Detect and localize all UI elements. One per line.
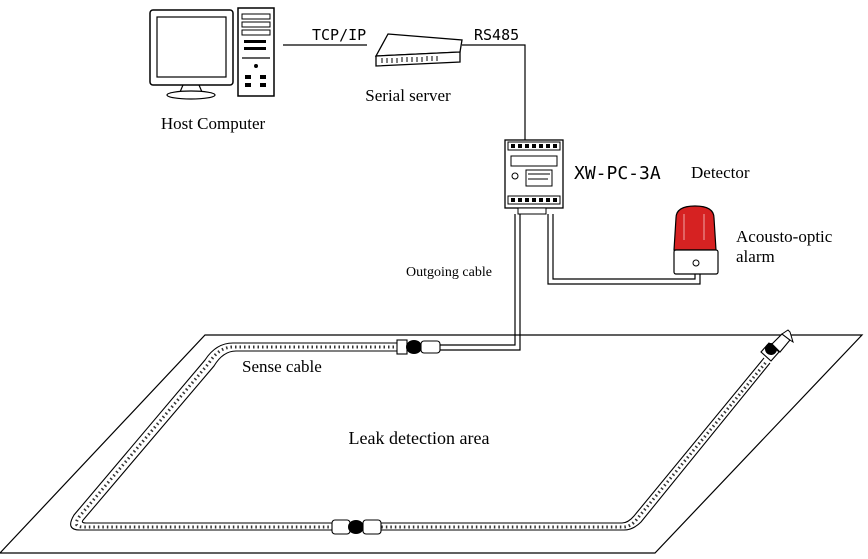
leak-detection-area-label: Leak detection area xyxy=(349,428,490,448)
sense-cable-connector-bottom xyxy=(331,519,382,535)
outgoing-cable-label: Outgoing cable xyxy=(406,265,492,280)
tcp-ip-label: TCP/IP xyxy=(312,26,366,44)
serial-server-icon xyxy=(374,33,463,67)
alarm-cable xyxy=(547,214,701,285)
serial-server-label: Serial server xyxy=(365,86,451,105)
sense-cable-end-terminator xyxy=(760,329,794,362)
detector-icon xyxy=(504,139,564,215)
sense-cable-connector-top xyxy=(396,339,441,355)
rs485-label: RS485 xyxy=(474,26,519,44)
acousto-optic-alarm-icon xyxy=(673,205,719,275)
host-computer-label: Host Computer xyxy=(161,114,266,133)
detector-label: Detector xyxy=(691,163,750,182)
rs485-link xyxy=(462,44,526,140)
detector-model-label: XW-PC-3A xyxy=(574,163,661,184)
alarm-label-line1: Acousto-optic xyxy=(736,227,833,246)
outgoing-cable xyxy=(440,214,521,351)
alarm-label-line2: alarm xyxy=(736,247,775,266)
leak-detection-area-outline xyxy=(0,334,864,554)
sense-cable xyxy=(70,342,771,531)
sense-cable-label: Sense cable xyxy=(242,357,322,376)
host-computer-icon xyxy=(149,7,275,100)
